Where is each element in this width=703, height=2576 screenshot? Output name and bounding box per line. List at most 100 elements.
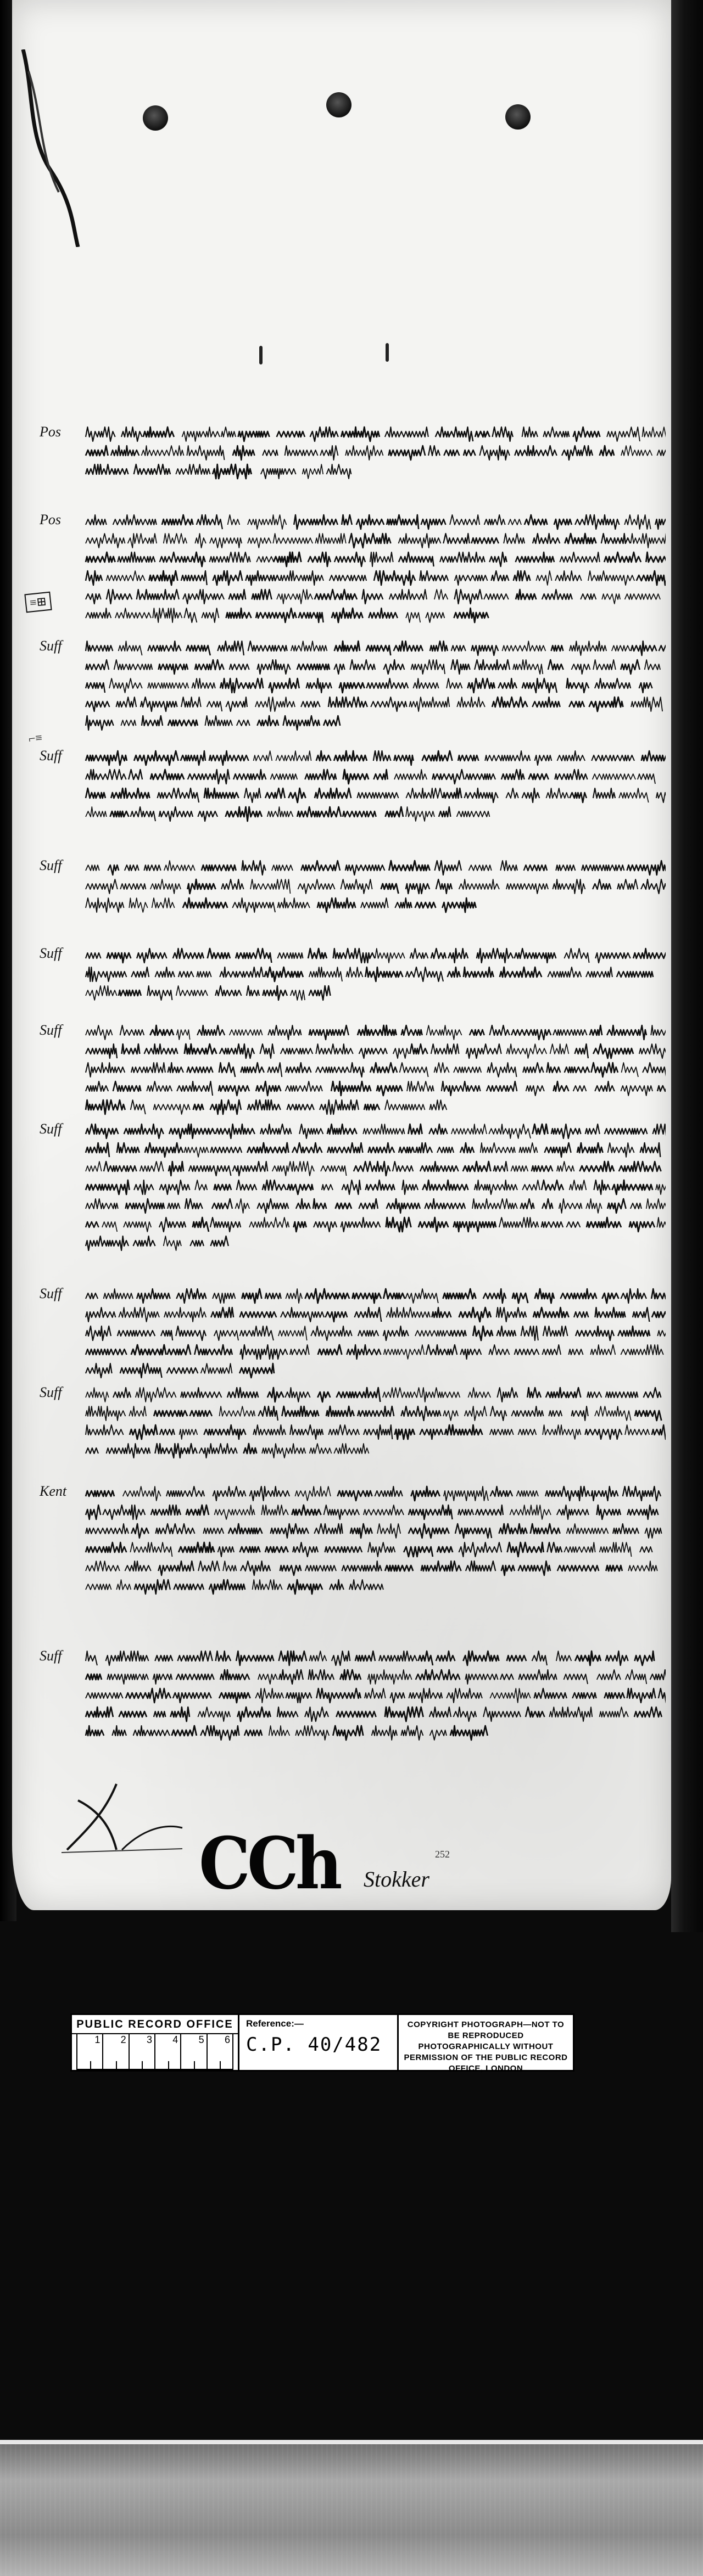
- membrane-number: 252: [435, 1849, 450, 1860]
- script-word: [415, 1142, 433, 1154]
- script-word: [386, 1198, 421, 1214]
- script-word: [400, 1024, 423, 1036]
- margin-county: Suff: [40, 748, 62, 764]
- script-word: [620, 1344, 664, 1355]
- script-word: [333, 750, 368, 762]
- script-word: [130, 1344, 167, 1356]
- script-word: [228, 663, 250, 671]
- script-word: [209, 551, 251, 563]
- script-word: [514, 1348, 540, 1356]
- script-word: [221, 878, 244, 890]
- handwritten-text: [85, 1123, 666, 1251]
- script-word: [408, 1688, 443, 1703]
- scale-mark: 2: [102, 2034, 129, 2070]
- script-word: [206, 701, 223, 712]
- tie-hole-right: [505, 104, 531, 130]
- script-word: [599, 1542, 632, 1557]
- script-word: [393, 754, 414, 766]
- handwritten-text: [85, 1024, 666, 1115]
- tie-hole-center: [326, 92, 352, 117]
- script-word: [499, 1673, 514, 1681]
- script-word: [448, 947, 469, 964]
- script-word: [304, 1288, 350, 1304]
- script-word: [119, 1025, 145, 1036]
- script-word: [275, 750, 312, 761]
- script-word: [161, 514, 194, 526]
- script-word: [483, 1707, 521, 1722]
- handwritten-text: [85, 426, 666, 480]
- script-word: [228, 588, 247, 600]
- script-word: [276, 430, 306, 438]
- script-word: [645, 551, 666, 563]
- script-word: [235, 1650, 275, 1666]
- script-word: [368, 607, 398, 619]
- script-word: [520, 1198, 535, 1210]
- script-word: [549, 1043, 570, 1054]
- script-word: [333, 663, 345, 675]
- script-word: [611, 1179, 654, 1196]
- script-word: [454, 1523, 493, 1539]
- script-word: [249, 1217, 290, 1228]
- script-word: [515, 588, 537, 600]
- script-word: [493, 1160, 509, 1172]
- script-word: [85, 879, 118, 894]
- script-word: [499, 966, 543, 978]
- script-word: [545, 1387, 582, 1399]
- script-word: [180, 1387, 222, 1399]
- script-word: [107, 1674, 149, 1685]
- script-word: [219, 1406, 256, 1417]
- script-word: [258, 1405, 279, 1421]
- script-word: [266, 1387, 284, 1403]
- script-word: [158, 1560, 194, 1576]
- script-word: [571, 1406, 589, 1421]
- script-word: [542, 1424, 582, 1440]
- membrane-stamp: CCh: [199, 1821, 343, 1905]
- script-word: [640, 750, 666, 762]
- script-word: [640, 878, 666, 895]
- script-word: [428, 1123, 448, 1135]
- script-word: [549, 1707, 593, 1722]
- script-word: [584, 1428, 623, 1440]
- script-word: [125, 1198, 165, 1214]
- script-word: [289, 1344, 310, 1355]
- script-word: [232, 1160, 269, 1177]
- script-word: [149, 1024, 175, 1036]
- script-word: [105, 588, 133, 605]
- script-word: [522, 1180, 540, 1191]
- script-word: [85, 1099, 126, 1115]
- roll-entry: Pos: [40, 423, 671, 484]
- script-word: [568, 1180, 587, 1191]
- script-word: [262, 449, 278, 457]
- script-word: [488, 1344, 510, 1355]
- script-word: [458, 879, 500, 890]
- script-word: [622, 1485, 662, 1502]
- script-word: [85, 445, 109, 457]
- script-word: [177, 1541, 215, 1553]
- script-word: [271, 1161, 315, 1176]
- script-word: [211, 1198, 233, 1210]
- script-word: [183, 608, 198, 623]
- script-word: [215, 1123, 255, 1140]
- script-word: [129, 897, 148, 913]
- script-word: [164, 860, 196, 871]
- script-word: [341, 1179, 361, 1196]
- script-word: [154, 1443, 198, 1459]
- script-word: [412, 678, 439, 689]
- script-word: [141, 715, 164, 727]
- script-word: [489, 1688, 531, 1703]
- script-word: [186, 878, 216, 895]
- script-word: [594, 1080, 615, 1092]
- script-word: [315, 533, 347, 544]
- script-word: [547, 659, 564, 671]
- script-word: [516, 1490, 539, 1497]
- script-word: [308, 1024, 349, 1041]
- script-word: [200, 1725, 240, 1741]
- script-word: [295, 1198, 311, 1210]
- script-word: [380, 883, 399, 894]
- script-word: [200, 864, 237, 872]
- script-word: [308, 967, 343, 982]
- script-word: [172, 947, 204, 959]
- script-word: [188, 1165, 232, 1177]
- script-word: [250, 879, 291, 894]
- script-word: [291, 1504, 322, 1516]
